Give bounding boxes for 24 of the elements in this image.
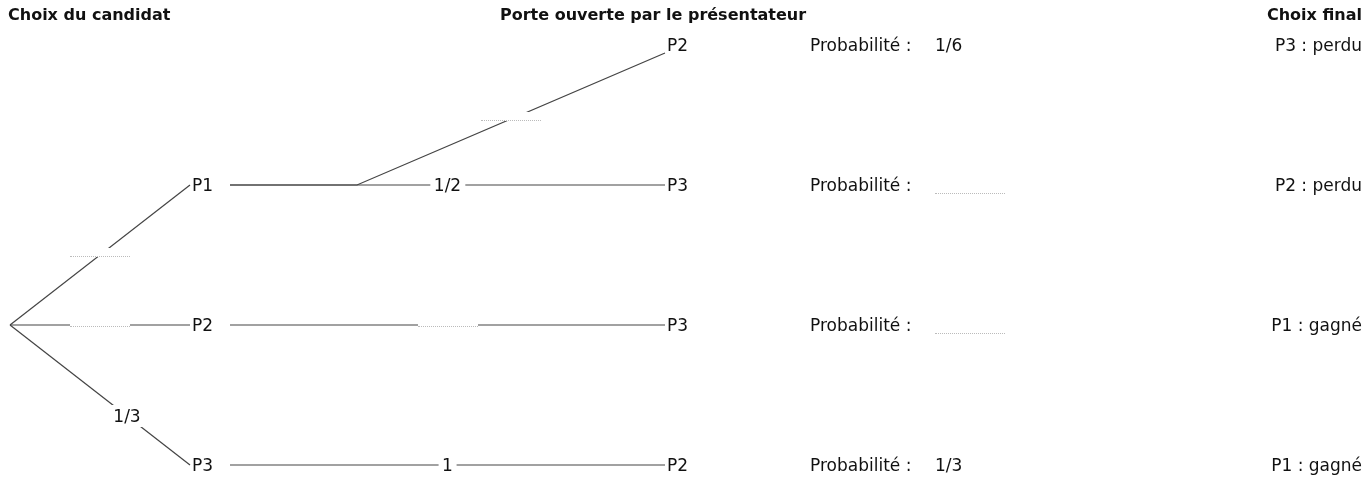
branch-line: [229, 184, 666, 186]
node-label: P1: [192, 174, 214, 196]
branch-line: [229, 464, 666, 466]
node-label: P2: [192, 314, 214, 336]
probability-label: Probabilité :: [810, 34, 912, 56]
node-label: P3: [192, 454, 214, 476]
node-label: P3: [667, 314, 689, 336]
probability-label: Probabilité :: [810, 314, 912, 336]
edge-label: 1/3: [109, 405, 145, 427]
node-label: P2: [667, 34, 689, 56]
probability-label: Probabilité :: [810, 454, 912, 476]
final-choice: P1 : gagné: [1271, 314, 1362, 336]
column-heading: Choix du candidat: [8, 4, 171, 26]
probability-label: Probabilité :: [810, 174, 912, 196]
final-choice: P3 : perdu: [1274, 34, 1362, 56]
fraction: 1/3: [935, 454, 963, 476]
final-choice: P1 : gagné: [1271, 454, 1362, 476]
node-label: P3: [667, 174, 689, 196]
column-heading: Choix final: [1266, 4, 1362, 26]
node-label: P2: [667, 454, 689, 476]
branch-line: [9, 184, 191, 326]
final-choice: P2 : perdu: [1274, 174, 1362, 196]
column-heading: Porte ouverte par le présentateur: [500, 4, 807, 26]
fraction: 1/6: [935, 34, 963, 56]
